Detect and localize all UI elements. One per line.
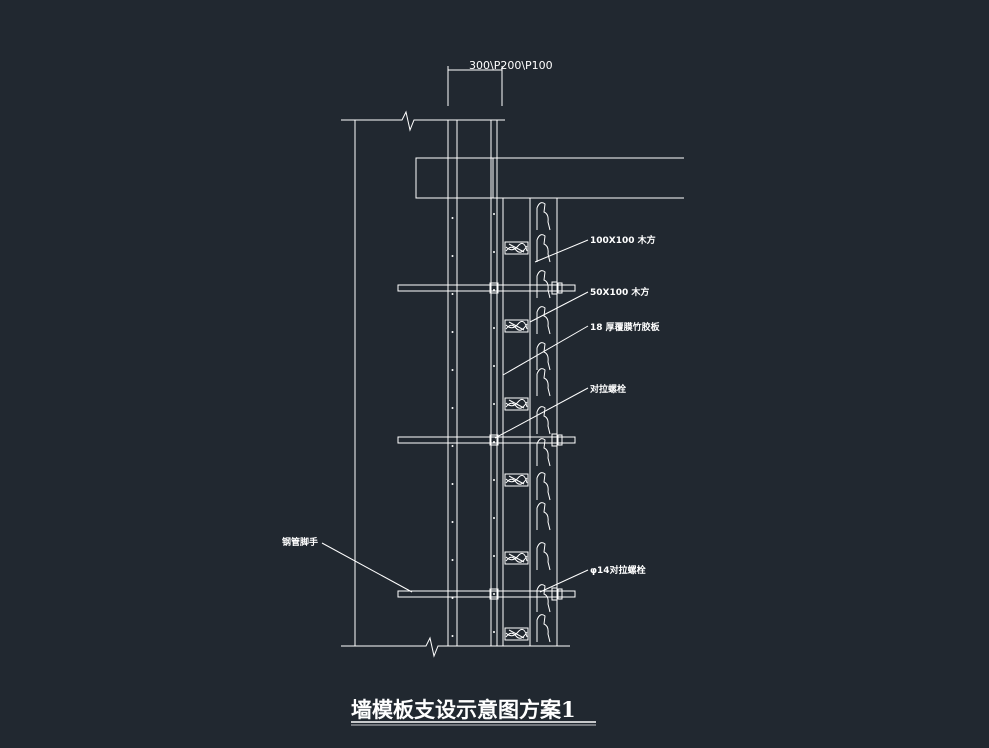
drawing-title: 墙模板支设示意图方案1: [351, 697, 576, 722]
wood-grain: [505, 320, 528, 331]
timber-profile: [536, 614, 551, 643]
label-wood-50x100: 50X100 木方: [590, 286, 649, 298]
tie-bolt-plate-left: [489, 434, 499, 446]
form-dot: [493, 631, 495, 633]
tie-bolt-rod: [397, 590, 576, 598]
wall-dot: [451, 369, 454, 371]
wood-grain: [505, 628, 528, 639]
tie-bolt-washer: [557, 588, 563, 600]
timber-100x100-profiles: [536, 202, 551, 643]
wall-dot: [451, 483, 454, 485]
wood-grain: [505, 242, 528, 253]
wood-grain: [505, 552, 528, 563]
timber-profile: [536, 502, 551, 531]
dimension-text: 300\P200\P100: [469, 59, 553, 72]
tie-bolt-nut: [551, 433, 558, 447]
tie-bolt-nut: [551, 587, 558, 601]
form-dot: [493, 365, 495, 367]
label-wood-100x100: 100X100 木方: [590, 234, 656, 246]
leader-lines: [321, 239, 589, 593]
tie-bolt-nut: [551, 281, 558, 295]
wood-block-outline: [504, 627, 529, 641]
form-dot: [493, 251, 495, 253]
wood-block-outline: [504, 319, 529, 333]
form-dot: [493, 479, 495, 481]
tie-bolt: [397, 587, 576, 601]
tie-bolt: [397, 281, 576, 295]
tie-bolt-rod: [397, 284, 576, 292]
wood-block-outline: [504, 241, 529, 255]
timber-profile: [536, 270, 551, 299]
top-dimension: [447, 66, 503, 106]
wall-dot: [451, 635, 454, 637]
timber-profile: [536, 406, 551, 435]
wall-dot: [451, 293, 454, 295]
wood-block: [504, 241, 529, 255]
top-break-line: [341, 110, 505, 132]
wall-dot: [451, 407, 454, 409]
wall-dot: [451, 559, 454, 561]
wood-grain: [505, 474, 528, 485]
form-dot: [493, 517, 495, 519]
timber-profile: [536, 306, 551, 335]
label-steel-pipe: 钢管脚手: [282, 536, 318, 548]
bottom-break-line: [341, 636, 570, 658]
tie-bolt-washer: [557, 282, 563, 294]
wall-dot: [451, 255, 454, 257]
label-tie-bolt: 对拉螺栓: [590, 383, 626, 395]
tie-bolts: [397, 281, 576, 601]
wall-dot: [451, 217, 454, 219]
wall-columns: [447, 120, 558, 646]
form-dot: [493, 555, 495, 557]
wood-block: [504, 397, 529, 411]
form-dot: [493, 327, 495, 329]
wood-block: [504, 473, 529, 487]
wood-block-outline: [504, 551, 529, 565]
timber-profile: [536, 542, 551, 571]
wood-block-outline: [504, 397, 529, 411]
wood-block: [504, 551, 529, 565]
label-phi14-bolt: φ14对拉螺栓: [590, 564, 646, 576]
timber-profile: [536, 234, 551, 263]
timber-profile: [536, 342, 551, 371]
tie-bolt-washer: [557, 434, 563, 446]
tie-bolt-plate-left: [489, 588, 499, 600]
wall-dot: [451, 331, 454, 333]
tie-bolt: [397, 433, 576, 447]
wall-dot: [451, 445, 454, 447]
wall-dots: [451, 213, 495, 637]
timber-profile: [536, 472, 551, 501]
label-plywood-18: 18 厚覆膜竹胶板: [590, 321, 661, 333]
tie-bolt-plate-left: [489, 282, 499, 294]
tie-bolt-rod: [397, 436, 576, 444]
timber-profile: [536, 438, 551, 467]
wall-dot: [451, 521, 454, 523]
floor-slab: [415, 157, 684, 199]
wood-block: [504, 319, 529, 333]
form-dot: [493, 403, 495, 405]
wood-block-outline: [504, 473, 529, 487]
timber-profile: [536, 368, 551, 397]
timber-profile: [536, 202, 551, 231]
wood-block: [504, 627, 529, 641]
wood-grain: [505, 398, 528, 409]
form-dot: [493, 593, 495, 595]
wood-blocks-50x100: [504, 241, 529, 641]
form-dot: [493, 213, 495, 215]
title-underline: [351, 721, 596, 726]
